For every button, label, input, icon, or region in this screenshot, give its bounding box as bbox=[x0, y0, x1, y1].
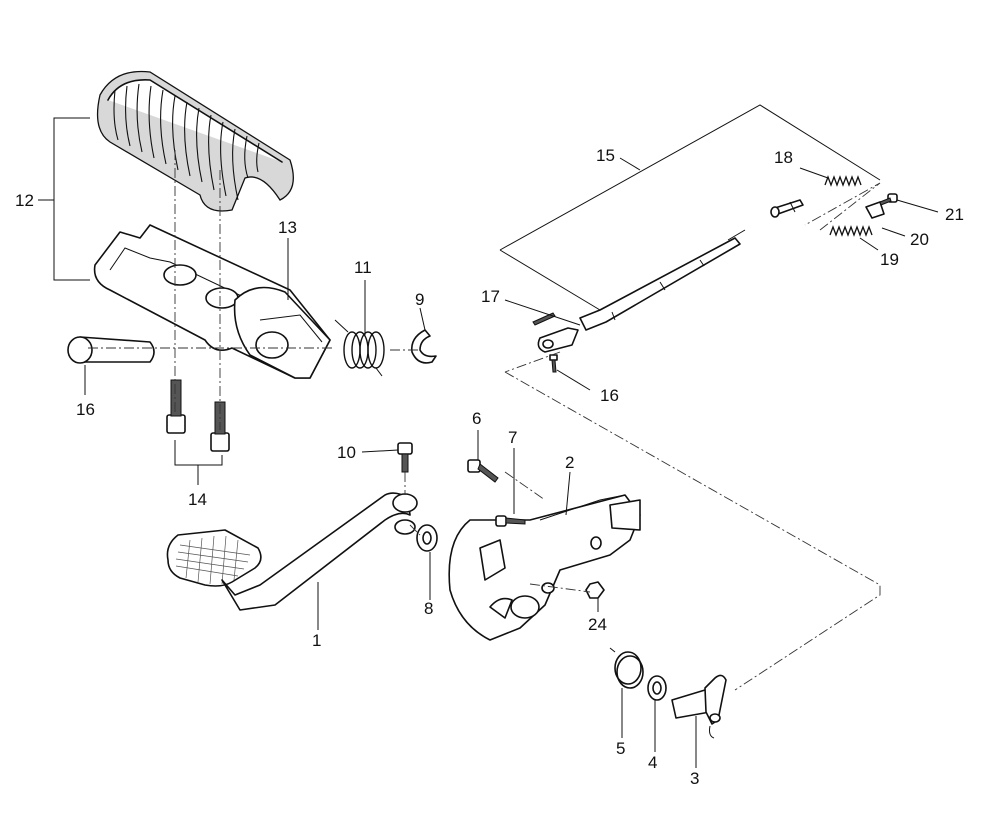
split-pin bbox=[532, 312, 556, 326]
washer bbox=[416, 524, 438, 552]
torsion-spring bbox=[334, 319, 385, 377]
clevis-pin bbox=[549, 354, 558, 373]
hex-bolt bbox=[467, 459, 499, 483]
callout-19: 19 bbox=[880, 250, 899, 269]
clevis-fork bbox=[537, 327, 579, 353]
callout-7: 7 bbox=[508, 428, 517, 447]
callout-13: 13 bbox=[278, 218, 297, 237]
callout-1: 1 bbox=[312, 631, 321, 650]
callout-14: 14 bbox=[188, 490, 207, 509]
pivot-pin bbox=[67, 336, 155, 364]
flange-bolt bbox=[397, 442, 413, 473]
callout-9: 9 bbox=[415, 290, 424, 309]
hex-nut bbox=[585, 581, 605, 599]
small-bolt bbox=[495, 515, 526, 527]
circlip bbox=[410, 329, 437, 364]
alignment-lines bbox=[88, 150, 881, 691]
callout-6: 6 bbox=[472, 409, 481, 428]
callout-16-right: 16 bbox=[600, 386, 619, 405]
callout-10: 10 bbox=[337, 443, 356, 462]
callout-labels: 12 13 11 9 16 14 10 6 7 2 8 1 24 5 4 3 1… bbox=[15, 146, 964, 788]
footrest-body bbox=[93, 224, 331, 379]
pivot-shaft bbox=[671, 674, 727, 739]
callout-16-left: 16 bbox=[76, 400, 95, 419]
callout-4: 4 bbox=[648, 753, 657, 772]
thrust-washer bbox=[647, 675, 667, 701]
callout-24: 24 bbox=[588, 615, 607, 634]
callout-2: 2 bbox=[565, 453, 574, 472]
short-spring bbox=[824, 175, 862, 187]
brake-rod bbox=[579, 229, 746, 331]
mounting-bracket bbox=[448, 494, 641, 641]
callout-18: 18 bbox=[774, 148, 793, 167]
callout-15: 15 bbox=[596, 146, 615, 165]
long-spring bbox=[829, 225, 873, 237]
callout-8: 8 bbox=[424, 599, 433, 618]
spring-anchor bbox=[865, 201, 885, 219]
leader-lines bbox=[38, 104, 939, 768]
brake-pedal bbox=[166, 492, 418, 611]
callout-20: 20 bbox=[910, 230, 929, 249]
callout-17: 17 bbox=[481, 287, 500, 306]
callout-12: 12 bbox=[15, 191, 34, 210]
adjuster-rod bbox=[770, 199, 804, 218]
callout-5: 5 bbox=[616, 739, 625, 758]
footrest-rubber bbox=[96, 70, 294, 212]
callout-11: 11 bbox=[354, 258, 372, 277]
anchor-screw bbox=[879, 193, 898, 206]
coil-return-spring bbox=[609, 647, 644, 689]
callout-3: 3 bbox=[690, 769, 699, 788]
callout-21: 21 bbox=[945, 205, 964, 224]
